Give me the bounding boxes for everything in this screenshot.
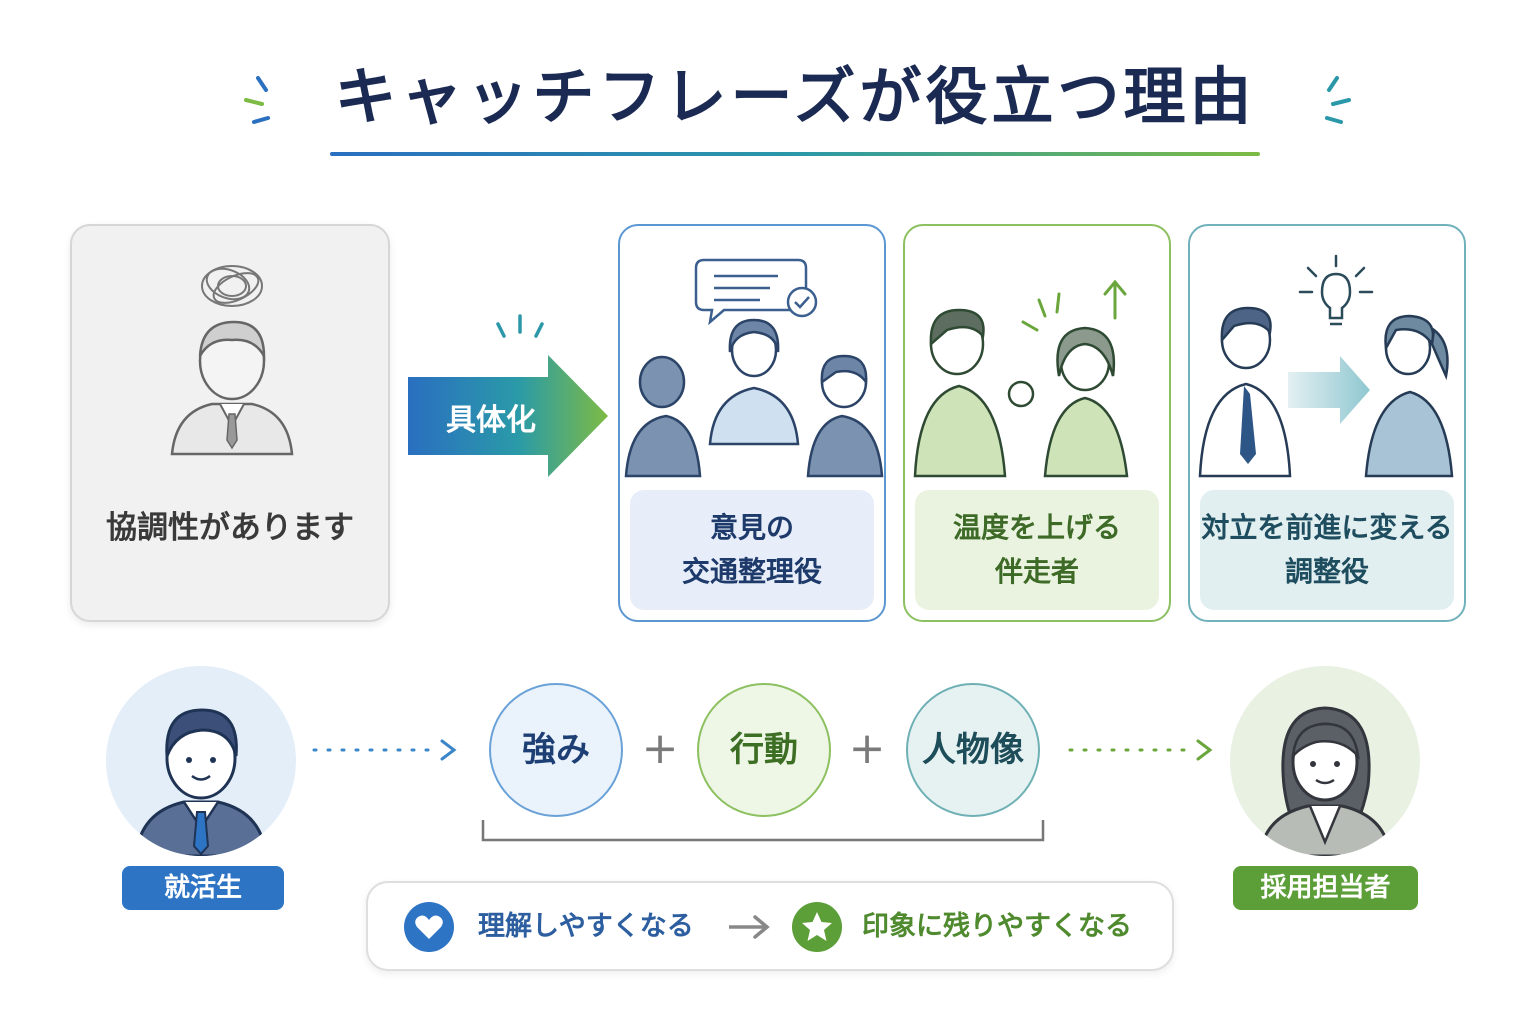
recruiter-label: 採用担当者 <box>1233 866 1418 910</box>
outcome-card-mediator: 対立を前進に変える 調整役 <box>1188 224 1466 622</box>
transform-label: 具体化 <box>446 403 536 438</box>
element-action: 行動 <box>697 683 831 817</box>
page-title: キャッチフレーズが役立つ理由 <box>334 60 1256 133</box>
grouping-bracket <box>481 820 1045 842</box>
sparkle-left-icon <box>244 76 270 124</box>
lightbulb-icon <box>1298 254 1374 326</box>
confused-person-illustration <box>170 265 294 456</box>
heart-icon <box>404 902 454 952</box>
element-strength: 強み <box>489 683 623 817</box>
source-statement: 協調性があります <box>106 510 354 546</box>
plus-sign: + <box>641 723 679 774</box>
outcome-label: 対立を前進に変える 調整役 <box>1200 490 1454 610</box>
speech-bubble-check-icon <box>694 258 818 326</box>
transform-arrow-icon <box>408 355 608 477</box>
student-person-icon <box>134 708 268 856</box>
handshake-illustration <box>1198 254 1454 478</box>
dotted-arrow-left-icon <box>312 739 457 761</box>
emphasis-marks-icon <box>496 314 544 338</box>
tangle-icon <box>201 265 263 307</box>
benefit-arrow-icon <box>729 915 770 939</box>
benefit-understanding: 理解しやすくなる <box>478 911 694 942</box>
recruiter-avatar <box>1230 666 1420 856</box>
student-label: 就活生 <box>122 866 284 910</box>
dotted-arrow-right-icon <box>1068 739 1213 761</box>
star-icon <box>792 902 842 952</box>
recruiter-person-icon <box>1258 706 1392 856</box>
outcome-card-traffic-controller: 意見の 交通整理役 <box>618 224 886 622</box>
benefit-memorable: 印象に残りやすくなる <box>862 911 1132 942</box>
element-persona: 人物像 <box>906 683 1040 817</box>
student-avatar <box>106 666 296 856</box>
meeting-illustration <box>624 258 884 478</box>
outcome-label: 意見の 交通整理役 <box>630 490 874 610</box>
encouragement-illustration <box>913 279 1129 478</box>
outcome-label: 温度を上げる 伴走者 <box>915 490 1159 610</box>
source-card <box>70 224 390 622</box>
sparkle-right-icon <box>1325 76 1351 124</box>
outcome-card-companion: 温度を上げる 伴走者 <box>903 224 1171 622</box>
title-underline <box>330 152 1260 156</box>
plus-sign: + <box>848 723 886 774</box>
benefit-summary <box>366 881 1174 971</box>
